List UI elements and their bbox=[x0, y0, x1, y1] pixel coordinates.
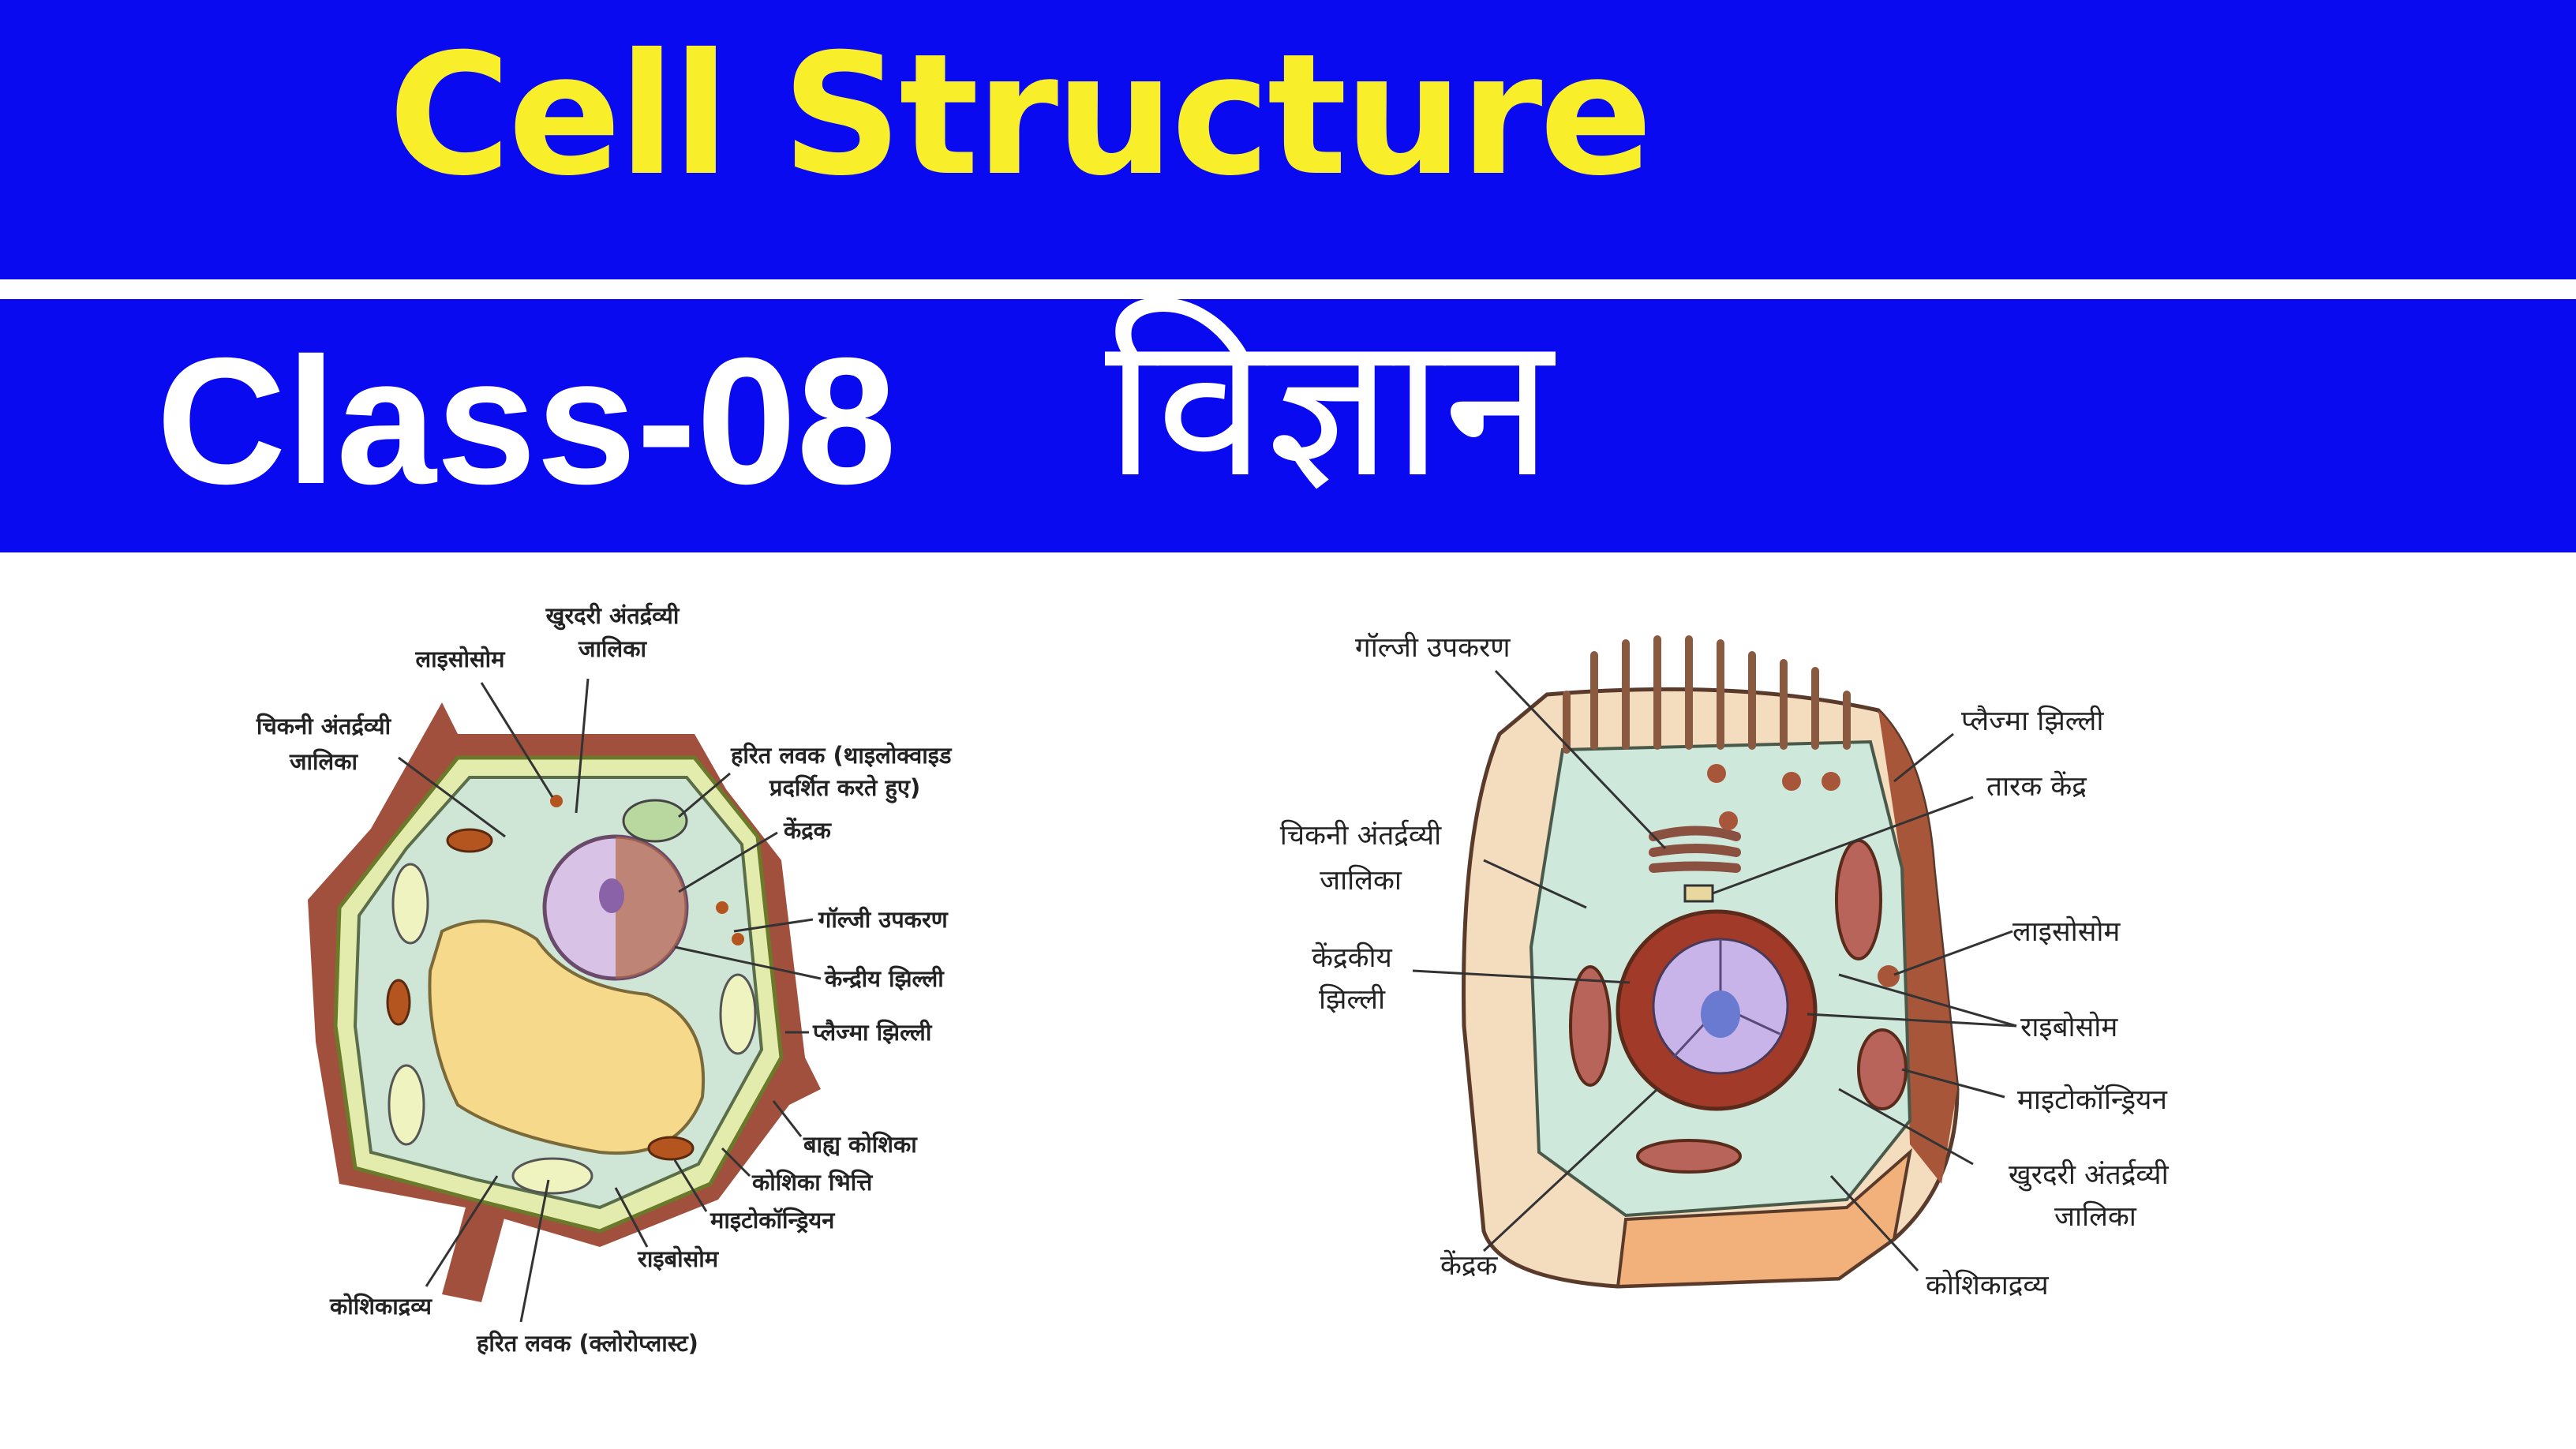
animal-label-smooth-er-1: चिकनी अंतर्द्रव्यी bbox=[1280, 819, 1442, 852]
animal-mitochondrion bbox=[1835, 839, 1882, 960]
animal-label-nuclear-membrane-2: झिल्ली bbox=[1319, 983, 1386, 1016]
animal-label-golgi: गॉल्जी उपकरण bbox=[1355, 631, 1511, 664]
plant-label-mitochondrion: माइटोकॉन्ड्रियन bbox=[710, 1207, 835, 1234]
plant-label-nuclear-membrane: केन्द्रीय झिल्ली bbox=[824, 965, 945, 992]
class-label: Class-08 bbox=[156, 321, 897, 522]
plant-label-lysosome: लाइसोसोम bbox=[415, 646, 507, 672]
header-band-top bbox=[0, 0, 2576, 279]
page-title: Cell Structure bbox=[388, 17, 1653, 212]
header-band-bottom bbox=[0, 299, 2576, 552]
animal-golgi bbox=[1649, 826, 1741, 873]
animal-label-smooth-er-2: जालिका bbox=[1320, 864, 1402, 897]
plant-chloroplast bbox=[511, 1157, 593, 1195]
animal-label-rough-er-2: जालिका bbox=[2054, 1200, 2137, 1233]
plant-mitochondrion bbox=[446, 828, 493, 853]
plant-thylakoid bbox=[622, 799, 688, 843]
animal-label-nucleus: केंद्रक bbox=[1440, 1249, 1498, 1282]
animal-label-lysosome: लाइसोसोम bbox=[2012, 915, 2121, 948]
plant-label-outer-cell: बाह्य कोशिका bbox=[803, 1131, 918, 1158]
plant-label-cell-wall: कोशिका भित्ति bbox=[751, 1169, 873, 1196]
animal-lysosome bbox=[1878, 965, 1900, 987]
subject-label: विज्ञान bbox=[1105, 291, 1553, 521]
animal-label-ribosome: राइबोसोम bbox=[2020, 1011, 2118, 1043]
plant-label-rough-er-1: खुरदरी अंतर्द्रव्यी bbox=[545, 602, 680, 631]
plant-vacuole bbox=[428, 919, 706, 1155]
animal-label-mitochondrion: माइटोकॉन्ड्रियन bbox=[2017, 1084, 2167, 1116]
animal-label-cytoplasm: कोशिकाद्रव्य bbox=[1926, 1269, 2049, 1301]
plant-label-thylakoid-2: प्रदर्शित करते हुए) bbox=[769, 774, 920, 803]
animal-label-plasma-membrane: प्लैज्मा झिल्ली bbox=[1961, 705, 2104, 737]
plant-label-cytoplasm: कोशिकाद्रव्य bbox=[329, 1293, 432, 1320]
plant-cell-diagram: खुरदरी अंतर्द्रव्यी जालिका लाइसोसोम चिकन… bbox=[256, 602, 953, 1357]
plant-label-smooth-er-1: चिकनी अंतर्द्रव्यी bbox=[256, 713, 392, 739]
plant-label-smooth-er-2: जालिका bbox=[289, 748, 358, 775]
plant-label-golgi: गॉल्जी उपकरण bbox=[818, 906, 949, 933]
plant-label-plasma-membrane: प्लैज्मा झिल्ली bbox=[812, 1019, 933, 1046]
plant-label-ribosome: राइबोसोम bbox=[637, 1245, 720, 1272]
plant-label-nucleus: केंद्रक bbox=[783, 817, 833, 844]
plant-label-thylakoid-1: हरित लवक (थाइलोक्वाइड bbox=[730, 742, 953, 769]
animal-label-nuclear-membrane-1: केंद्रकीय bbox=[1312, 942, 1392, 974]
animal-centrosome bbox=[1683, 884, 1714, 903]
plant-label-chloroplast: हरित लवक (क्लोरोप्लास्ट) bbox=[476, 1330, 698, 1357]
animal-label-rough-er-1: खुरदरी अंतर्द्रव्यी bbox=[2009, 1159, 2170, 1192]
animal-label-centrosome: तारक केंद्र bbox=[1986, 770, 2087, 803]
plant-label-rough-er-2: जालिका bbox=[578, 635, 647, 662]
animal-cell-diagram: गॉल्जी उपकरण प्लैज्मा झिल्ली तारक केंद्र… bbox=[1280, 631, 2170, 1301]
